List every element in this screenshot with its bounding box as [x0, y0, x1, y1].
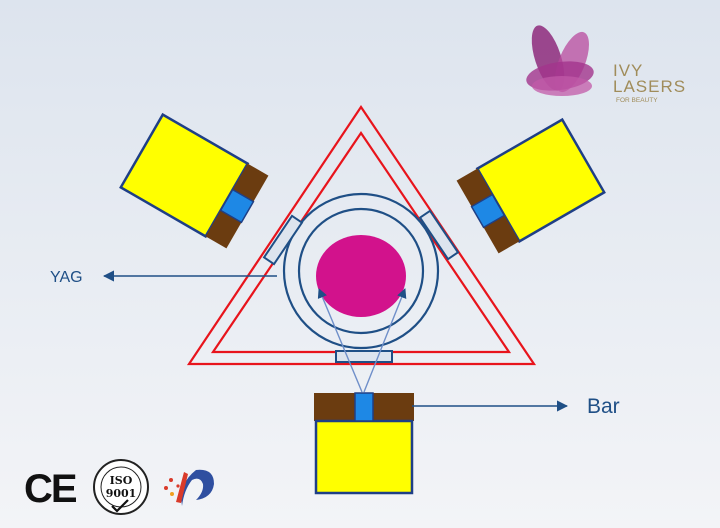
lotus-logo-icon: [526, 25, 594, 96]
module-body: [314, 419, 414, 495]
laser-diode: [470, 193, 506, 229]
diode-module-right: [456, 117, 606, 254]
company-mark-icon: [164, 469, 214, 506]
ce-text: CE: [24, 467, 77, 511]
beam-right: [363, 288, 407, 393]
laser-diode: [219, 188, 255, 224]
logo-line-2: LASERS: [613, 77, 686, 96]
iso-top: ISO: [110, 474, 133, 487]
diode-module-left: [119, 112, 269, 249]
beam-left: [317, 288, 363, 393]
outer-ring: [282, 192, 440, 350]
right-window: [418, 209, 460, 261]
iso-9001-icon: ISO 9001: [93, 459, 149, 515]
logo-tagline: FOR BEAUTY: [616, 97, 658, 104]
left-window: [262, 214, 304, 266]
inner-ring: [297, 207, 425, 335]
ce-mark-icon: CE: [24, 467, 79, 511]
bottom-window: [335, 350, 393, 363]
logo-line-1: IVY: [613, 61, 643, 80]
iso-number: 9001: [106, 487, 137, 500]
diode-module-bottom: [314, 392, 414, 495]
laser-diode: [354, 392, 374, 422]
ivy-lasers-logo: IVY LASERS FOR BEAUTY: [526, 25, 686, 104]
label-bar: Bar: [587, 395, 620, 418]
label-yag: YAG: [50, 269, 83, 286]
yag-crystal: [316, 235, 406, 317]
